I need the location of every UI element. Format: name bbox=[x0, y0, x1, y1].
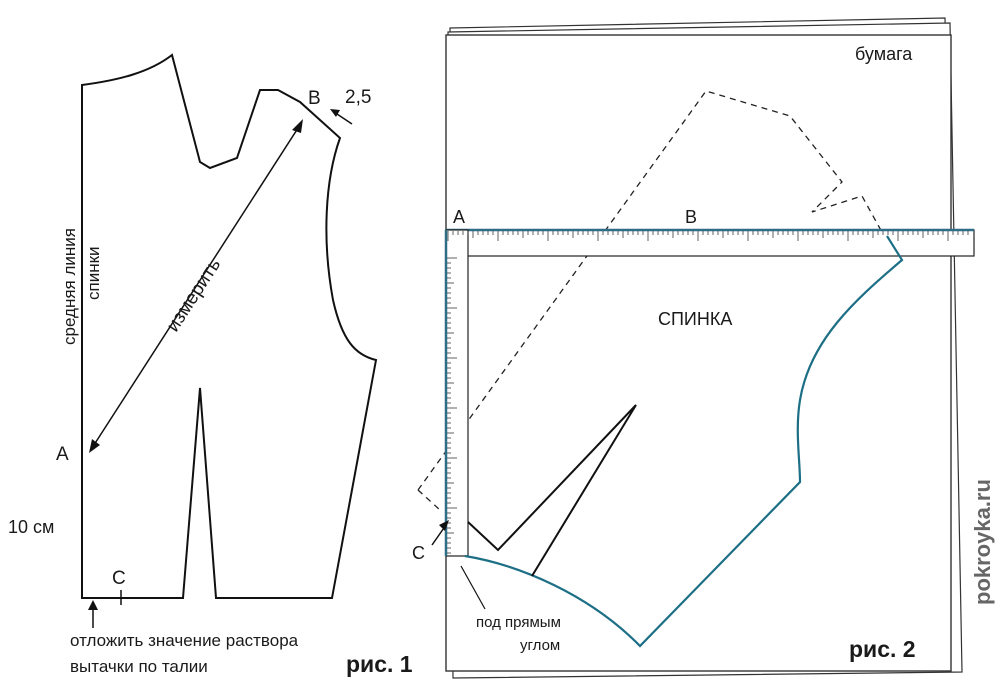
fig1-point-a: A bbox=[56, 444, 69, 465]
angle-note-line-2: углом bbox=[520, 637, 560, 654]
l-square-ruler bbox=[444, 228, 975, 557]
c-up-arrowhead bbox=[88, 600, 98, 610]
measure-arrowhead-bottom bbox=[89, 439, 100, 453]
b-offset-arrowhead bbox=[330, 109, 340, 117]
measure-arrow-line bbox=[91, 124, 301, 449]
ruler-horizontal-arm bbox=[445, 229, 975, 257]
fig2-point-b: B bbox=[685, 207, 697, 227]
fig1-point-b-value: 2,5 bbox=[345, 87, 371, 108]
watermark: pokroyka.ru bbox=[970, 479, 995, 605]
paper-label: бумага bbox=[855, 44, 913, 64]
center-line-label-1: средняя линия bbox=[60, 228, 79, 345]
fig2-caption: рис. 2 bbox=[849, 636, 916, 662]
center-line-label-2: спинки bbox=[84, 246, 103, 300]
back-piece-dart bbox=[467, 404, 637, 577]
ruler-vertical-ticks bbox=[447, 257, 457, 554]
fig2-point-a: A bbox=[453, 207, 465, 227]
back-pattern-outline bbox=[81, 53, 378, 599]
figure-1: средняя линия спинки измерить A B 2,5 C … bbox=[8, 53, 413, 677]
right-angle-pointer bbox=[460, 565, 486, 610]
piece-label: СПИНКА bbox=[658, 309, 732, 329]
fig1-caption: рис. 1 bbox=[346, 651, 413, 677]
dashed-previous-position-lower bbox=[417, 489, 441, 511]
measure-label: измерить bbox=[163, 255, 226, 336]
fig2-point-c: C bbox=[412, 543, 425, 563]
offset-label: 10 см bbox=[8, 517, 54, 537]
ruler-horizontal-ticks bbox=[447, 231, 969, 241]
paper-sheet bbox=[445, 34, 952, 672]
note-line-1: отложить значение раствора bbox=[70, 631, 299, 650]
fig1-point-c: C bbox=[112, 568, 126, 589]
back-piece-outline bbox=[464, 235, 904, 648]
figure-2: бумага СПИНКА A B C под прямым углом рис… bbox=[412, 17, 975, 679]
fig1-point-b: B bbox=[308, 88, 321, 109]
note-line-2: вытачки по талии bbox=[70, 657, 208, 676]
c-arrowhead bbox=[439, 520, 449, 531]
angle-note-line-1: под прямым bbox=[476, 614, 561, 631]
dashed-previous-position bbox=[417, 90, 884, 491]
measure-arrowhead-top bbox=[292, 119, 303, 133]
